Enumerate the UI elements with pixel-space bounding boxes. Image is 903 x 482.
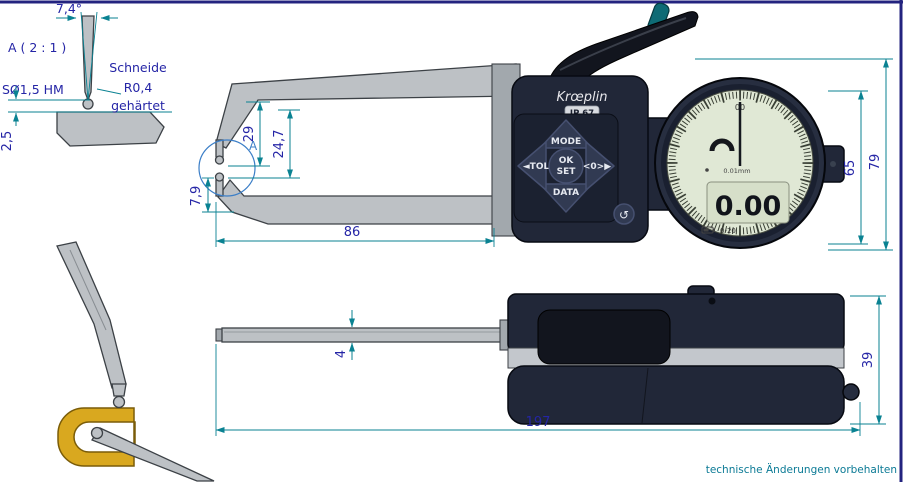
dim-39-label: 39: [861, 352, 876, 369]
section-upper-arm: [56, 241, 127, 389]
detail-marker-label: A: [249, 139, 258, 153]
trigger-lever: [548, 11, 699, 81]
ok-button-label: OK: [559, 156, 575, 166]
section-upper-tip-stem: [111, 383, 127, 397]
angle-line-left: [80, 11, 89, 101]
battery-icon: [701, 226, 715, 234]
detail-view-title: A ( 2 : 1 ): [8, 40, 66, 55]
lower-contact-ball: [214, 172, 225, 182]
dial-major-ticks: [666, 89, 814, 237]
dim-65-label: 65: [843, 160, 858, 177]
lower-arm: [217, 178, 517, 225]
tol-button: [517, 141, 547, 191]
clamp-screw: [830, 161, 836, 167]
dim-4-label: 4: [334, 350, 349, 358]
indicator-dot: [705, 168, 709, 172]
detail-anvil: [56, 111, 165, 147]
probe-spec-label: SØ1,5 HM: [2, 82, 64, 97]
reset-icon: ↺: [619, 208, 629, 222]
mode-button-label: MODE: [551, 137, 581, 147]
section-upper-ball: [112, 395, 126, 409]
brand-label: Krœplin: [557, 90, 608, 105]
data-button-label: DATA: [553, 188, 579, 198]
detail-blade: [81, 15, 95, 102]
data-button: [539, 183, 593, 213]
dim-2-5-label: 2,5: [0, 131, 15, 152]
note-line-3: gehärtet: [111, 98, 165, 113]
dim-79-label: 79: [868, 154, 883, 171]
tolerance-arc-indicator: [709, 138, 735, 152]
dim-86-label: 86: [344, 225, 361, 240]
section-lower-ball: [90, 426, 104, 440]
lcd-display: [706, 181, 790, 224]
front-view: A 29 24,7 7,9 86 Krœplin IP 67 MODE: [189, 2, 893, 251]
upper-contact-stem: [215, 139, 224, 158]
detail-ball-tip: [82, 98, 94, 110]
side-grip-panel: [537, 309, 671, 365]
application-section-view: [56, 241, 215, 482]
side-rod: [221, 327, 513, 343]
note-line-2: R0,4: [124, 80, 153, 95]
section-upper-arm-edge: [69, 249, 107, 331]
side-body-dot: [708, 297, 716, 305]
dim-197-label: 197: [526, 415, 551, 430]
dim-29-label: 29: [242, 126, 257, 143]
detail-view-a: 7,4° A ( 2 : 1 ) SØ1,5 HM 2,5 Schneide R…: [0, 1, 172, 151]
range-label: 0-20: [720, 227, 736, 235]
side-knob: [842, 383, 860, 401]
side-body-bottom: [507, 365, 845, 425]
workpiece-cross-section: [57, 407, 136, 467]
upper-arm: [215, 63, 517, 149]
side-body-seam: [641, 367, 649, 424]
mode-button: [539, 119, 593, 149]
resolution-label: 0.01mm: [723, 167, 750, 175]
detail-marker-circle: [198, 139, 256, 197]
reset-button: [613, 203, 635, 225]
angle-line-right: [87, 11, 98, 101]
note-leader-line: [96, 88, 122, 95]
dim-79tip-label: 7,9: [189, 186, 204, 207]
tol-button-label: ◄TOL: [523, 162, 550, 172]
side-view: 4 39 197: [215, 285, 886, 436]
ok-set-button: [548, 148, 584, 184]
lcd-value: 0.00: [715, 191, 782, 222]
lever-highlight: [559, 17, 687, 71]
note-line-1: Schneide: [109, 60, 167, 75]
zero-button-label: <0>▶: [583, 162, 611, 172]
dim-247-label: 24,7: [272, 130, 287, 159]
footer-note: technische Änderungen vorbehalten: [706, 463, 897, 476]
angle-label: 7,4°: [56, 1, 82, 16]
zero-button: [585, 141, 615, 191]
set-button-label: SET: [557, 167, 577, 177]
upper-contact-ball: [214, 155, 225, 165]
